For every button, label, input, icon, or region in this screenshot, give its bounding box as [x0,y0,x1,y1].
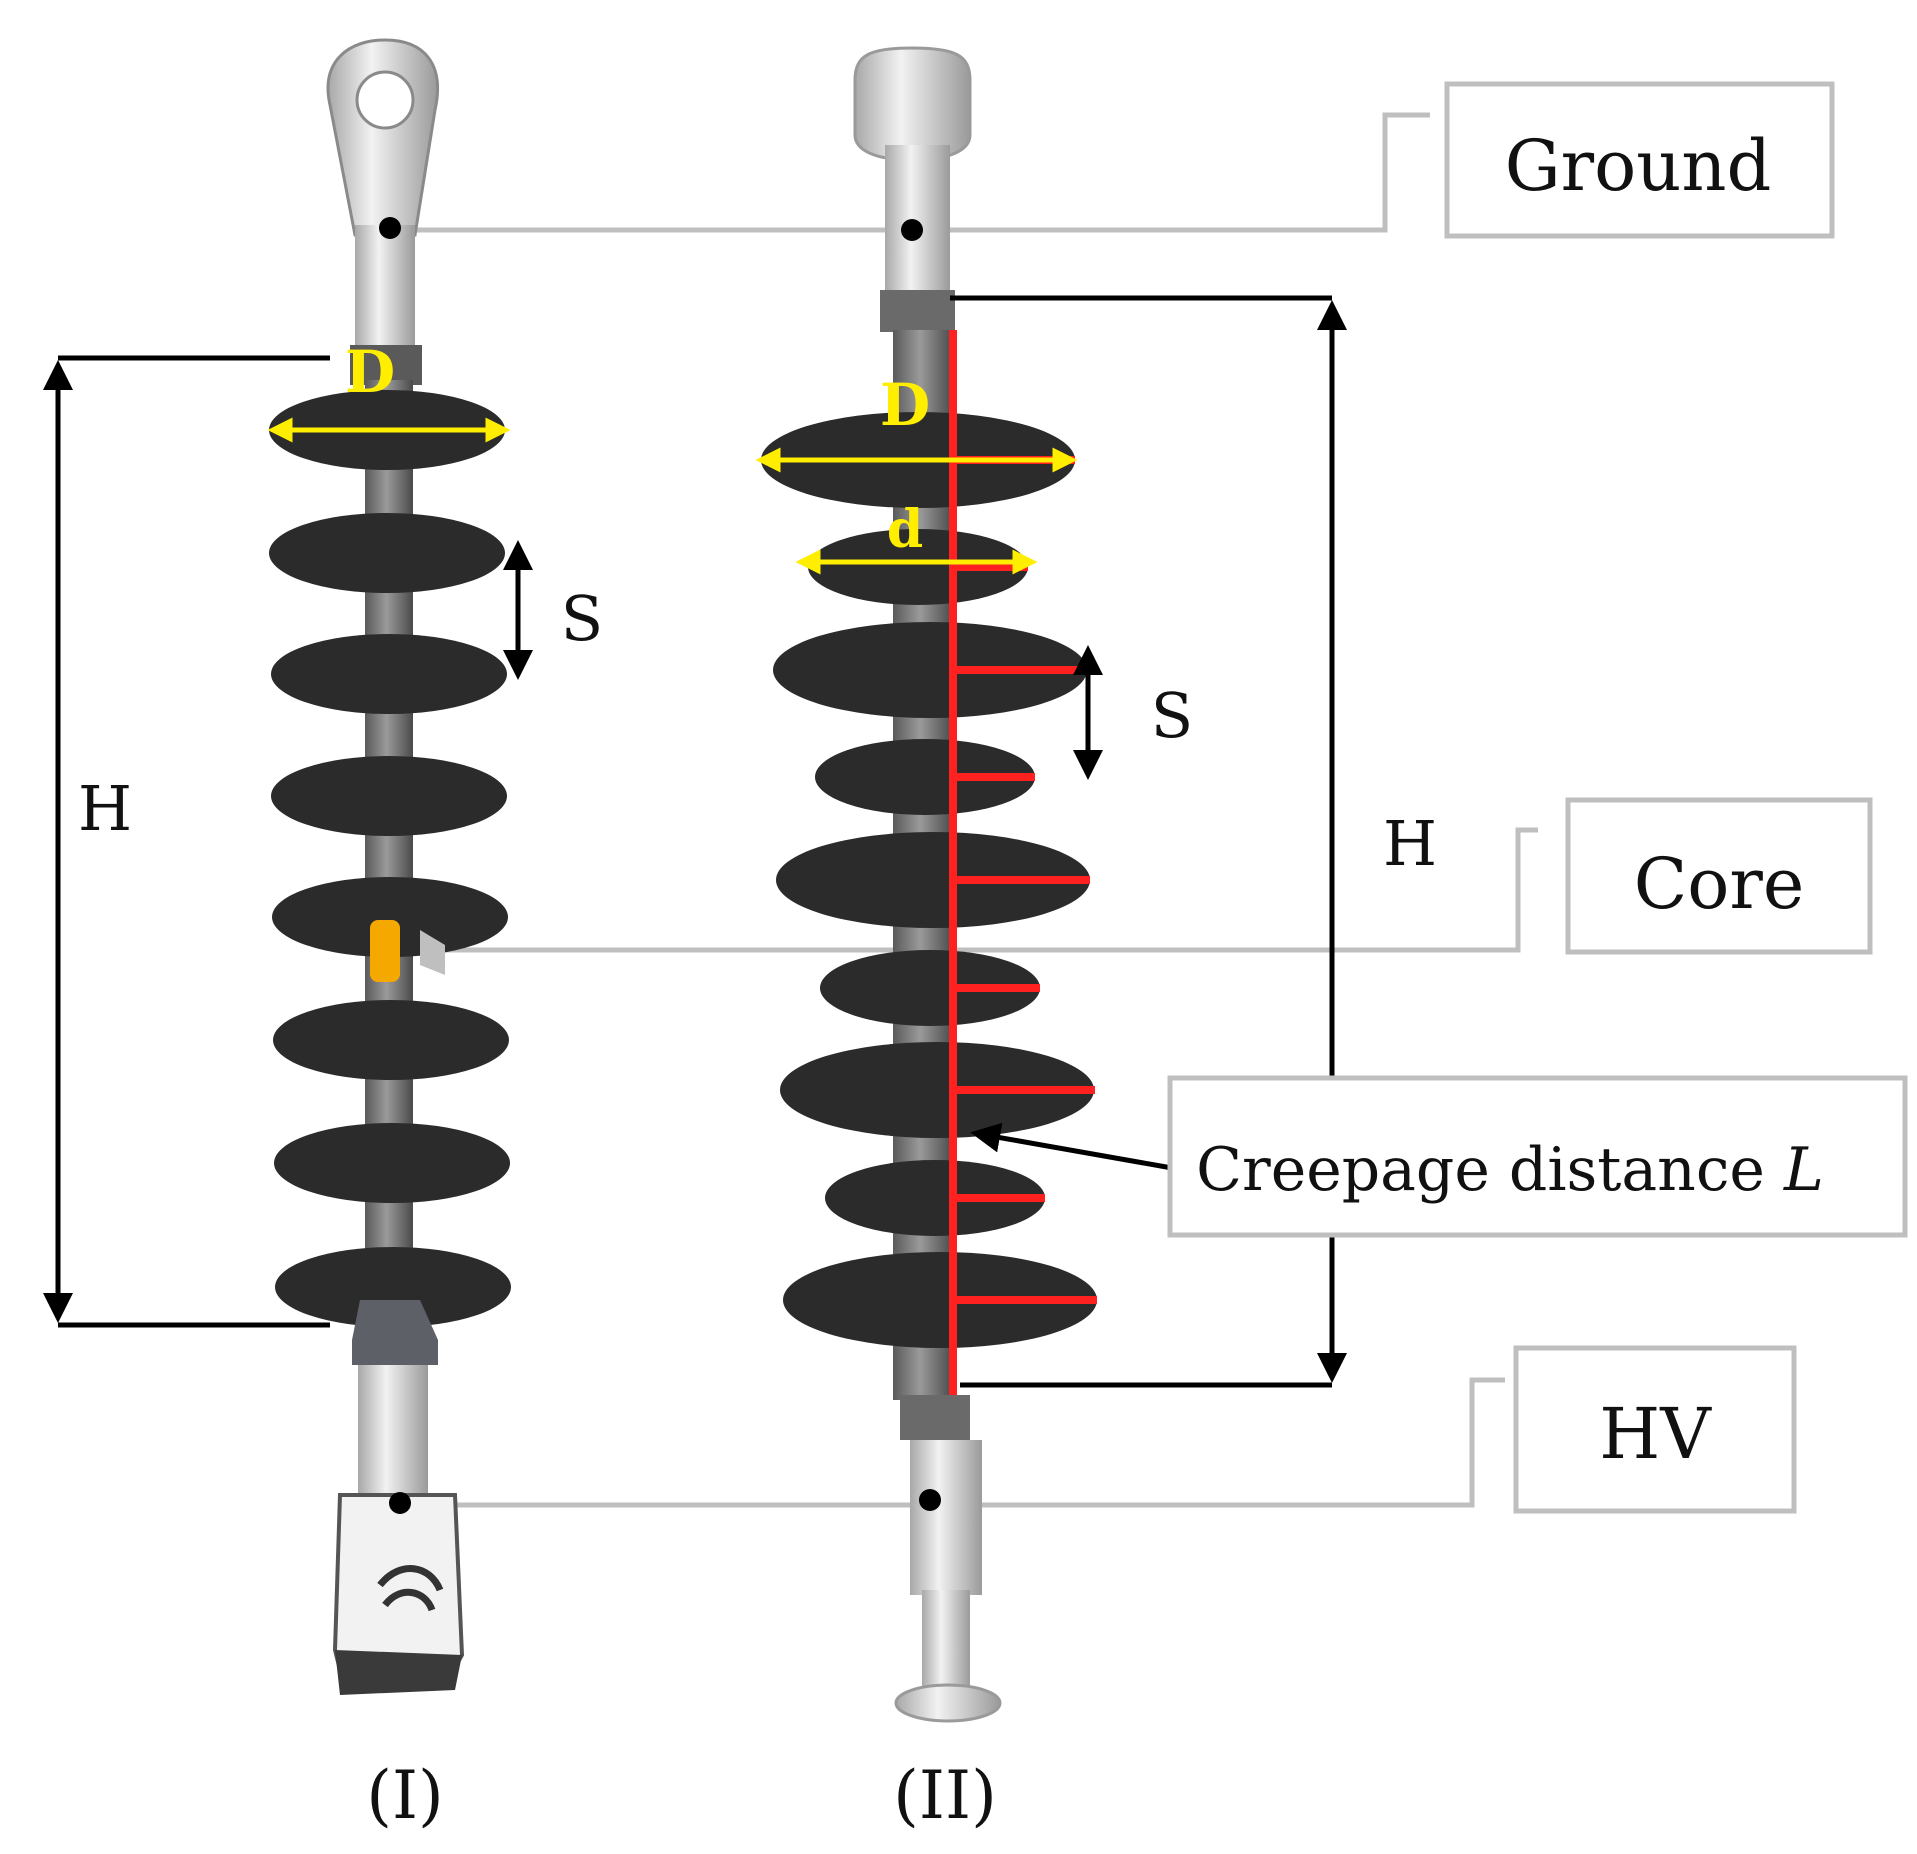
creepage-box [1167,1075,1908,1238]
bottom-collar-2 [900,1395,970,1440]
hv-callout: HV [1513,1345,1797,1514]
hv-point-1 [389,1492,411,1514]
hv-point-2 [919,1489,941,1511]
shed [273,1000,509,1080]
h-label-2: H [1383,807,1437,880]
small-shed [825,1160,1045,1236]
small-shed [820,950,1040,1026]
core-marker [370,920,400,982]
s-label-2: S [1151,679,1193,752]
top-rod-1 [355,225,415,355]
caption-insulator-2: (II) [893,1757,997,1834]
ground-box [1444,81,1835,239]
caption-insulator-1: (I) [366,1757,444,1834]
core-callout: Core [1565,797,1873,955]
large-shed [780,1042,1094,1138]
core-box [1565,797,1873,955]
creepage-callout: Creepage distance L [1167,1075,1908,1238]
small-shed [815,739,1035,815]
shed [272,877,508,957]
core-label: Core [1634,843,1805,925]
s-label-1: S [561,582,603,655]
bottom-rod-1 [358,1365,428,1505]
large-shed [783,1252,1097,1348]
ground-point-2 [901,219,923,241]
large-shed [776,832,1090,928]
insulator-2 [761,46,1097,1723]
top-rod-2 [885,145,950,295]
d-label-1: D [345,338,395,406]
shed [269,513,505,593]
shed [271,634,507,714]
ground-point-1 [379,217,401,239]
shed [271,756,507,836]
h-dimension-1 [43,355,330,1328]
clevis-bolt-icon [377,1565,444,1612]
bottom-collar-1 [352,1300,438,1365]
small-d-label: d [887,499,923,560]
ground-callout: Ground [1444,81,1835,239]
core-leader [425,827,1538,953]
top-cap-2 [853,46,972,162]
shed [275,1247,511,1327]
eye-hole-1 [355,70,415,130]
top-collar-1 [350,345,422,385]
hv-box [1513,1345,1797,1514]
creepage-pointer-arrow [970,1122,1173,1171]
shed [274,1123,510,1203]
sheds-2 [761,412,1097,1348]
ground-label: Ground [1505,125,1772,207]
bottom-cap-2 [894,1683,1002,1723]
hv-label: HV [1599,1393,1712,1475]
creepage-label-text: Creepage distance [1196,1135,1784,1205]
d-label-2: D [880,371,930,439]
bottom-rod-2 [910,1440,982,1595]
h-label-1: H [78,772,132,845]
creepage-label: Creepage distance L [1196,1135,1824,1205]
top-collar-2 [880,290,955,332]
bottom-neck-2 [922,1590,970,1700]
eye-fitting-1 [326,38,440,237]
core-pointer [420,930,445,975]
large-shed [773,622,1087,718]
creepage-label-var: L [1783,1135,1824,1205]
insulator-1 [269,38,511,1695]
sheds-1 [269,390,511,1327]
clevis-base-1 [335,1650,462,1695]
